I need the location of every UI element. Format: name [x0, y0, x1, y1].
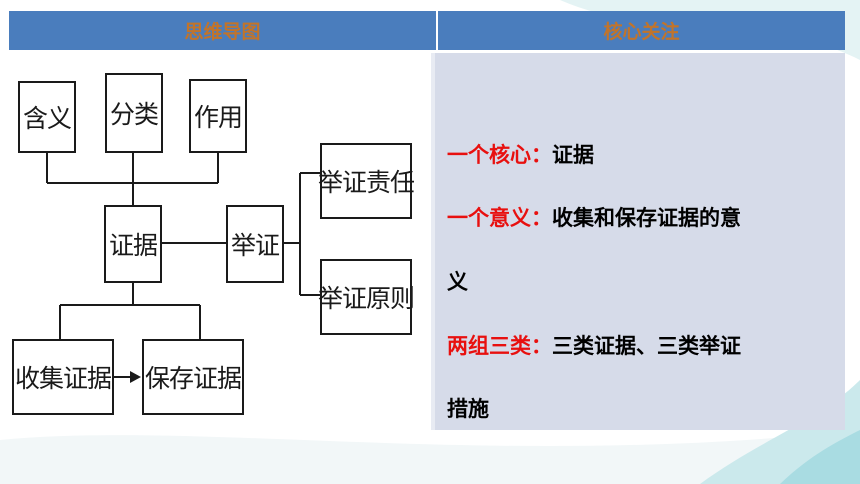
mindmap-header: 思维导图: [9, 11, 436, 50]
node-juzheng-yuanze: 举证原则: [318, 259, 415, 335]
connector-lines: [46, 153, 320, 383]
node-zuoyong: 作用: [189, 79, 247, 153]
text-categories-cont: 措施: [447, 397, 489, 421]
focus-panel: 一个核心：证据 一个意义：收集和保存证据的意 义 两组三类：三类证据、三类举证 …: [431, 53, 845, 430]
text-meaning-cont: 义: [447, 270, 468, 294]
text-core: 证据: [552, 143, 594, 167]
node-juzheng-zeren: 举证责任: [318, 143, 415, 219]
mind-map-diagram: 含义 分类 作用 证据 举证 举证责任 举证原则 收集证据 保存证据: [4, 55, 429, 430]
text-categories: 三类证据、三类举证: [552, 334, 741, 358]
label-core: 一个核心：: [447, 143, 552, 167]
node-fenlei: 分类: [105, 73, 163, 153]
focus-line-categories: 两组三类：三类证据、三类举证: [447, 330, 741, 360]
focus-line-meaning: 一个意义：收集和保存证据的意: [447, 202, 741, 232]
label-categories: 两组三类：: [447, 334, 552, 358]
text-meaning: 收集和保存证据的意: [552, 206, 741, 230]
node-baocun-zhengju: 保存证据: [142, 339, 244, 415]
focus-line-meaning-cont: 义: [447, 266, 468, 296]
mindmap-title: 思维导图: [184, 21, 261, 43]
focus-title: 核心关注: [603, 21, 680, 43]
label-meaning: 一个意义：: [447, 206, 552, 230]
node-zhengju: 证据: [104, 205, 162, 283]
focus-line-categories-cont: 措施: [447, 393, 489, 423]
node-shouji-zhengju: 收集证据: [12, 339, 114, 415]
node-hanyi: 含义: [18, 81, 76, 153]
focus-line-core: 一个核心：证据: [447, 139, 594, 169]
node-juzheng: 举证: [226, 205, 284, 283]
focus-header: 核心关注: [438, 11, 845, 50]
